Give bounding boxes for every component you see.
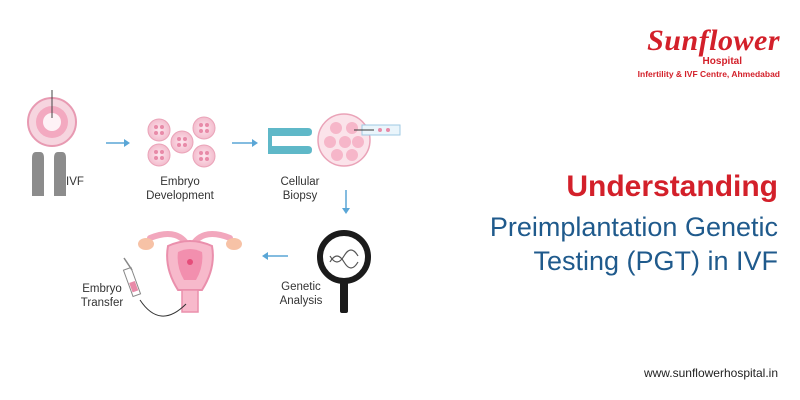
arrow-right-icon bbox=[232, 139, 258, 147]
logo-name: Sunflower bbox=[647, 24, 780, 57]
embryo-development-icon bbox=[147, 116, 216, 168]
catheter-syringe-icon bbox=[122, 257, 187, 317]
ivf-egg-icon bbox=[27, 90, 77, 147]
title-heading: Understanding bbox=[566, 170, 778, 203]
step-label-ivf: IVF bbox=[66, 176, 84, 188]
step-label-embryo-development: Embryo Development bbox=[146, 176, 214, 202]
arrow-right-icon bbox=[106, 139, 130, 147]
step-label-cellular-biopsy: Cellular Biopsy bbox=[280, 176, 320, 202]
step-label-embryo-transfer: Embryo Transfer bbox=[80, 283, 124, 309]
title-subheading: Preimplantation Genetic Testing (PGT) in… bbox=[489, 212, 778, 276]
hospital-logo[interactable]: Sunflower Hospital Infertility & IVF Cen… bbox=[637, 24, 780, 80]
logo-hospital: Hospital bbox=[702, 56, 742, 67]
logo-tagline: Infertility & IVF Centre, Ahmedabad bbox=[637, 69, 780, 79]
ivf-pipette-icon bbox=[32, 152, 66, 196]
cellular-biopsy-icon bbox=[268, 113, 401, 167]
website-link[interactable]: www.sunflowerhospital.in bbox=[643, 366, 778, 380]
magnifier-dna-icon bbox=[317, 230, 371, 313]
step-label-genetic-analysis: Genetic Analysis bbox=[279, 281, 323, 307]
arrow-down-icon bbox=[342, 190, 350, 214]
arrow-left-icon bbox=[262, 252, 288, 260]
uterus-icon bbox=[138, 231, 242, 313]
